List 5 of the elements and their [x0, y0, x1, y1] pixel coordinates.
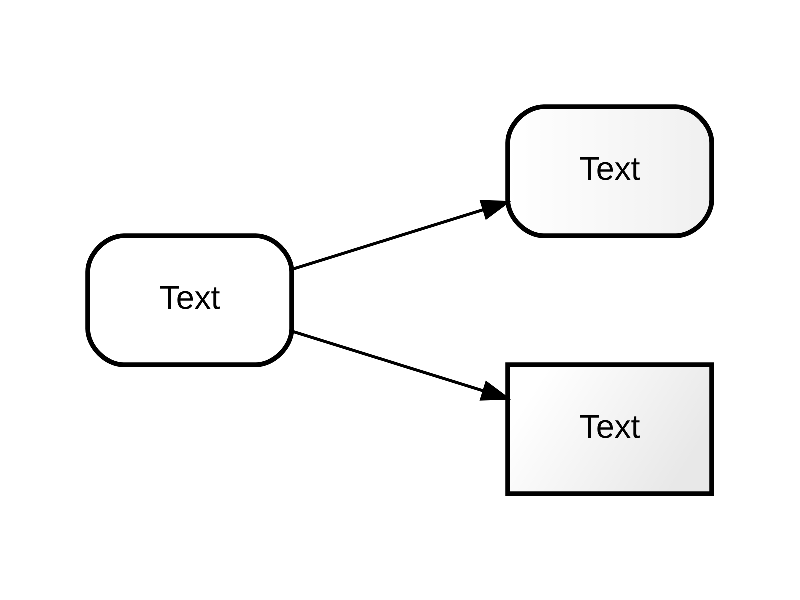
node-box: Text	[506, 104, 714, 238]
node-box: Text	[506, 362, 714, 496]
node-box: Text	[86, 233, 294, 367]
arrow	[292, 200, 512, 271]
arrow	[292, 329, 512, 400]
